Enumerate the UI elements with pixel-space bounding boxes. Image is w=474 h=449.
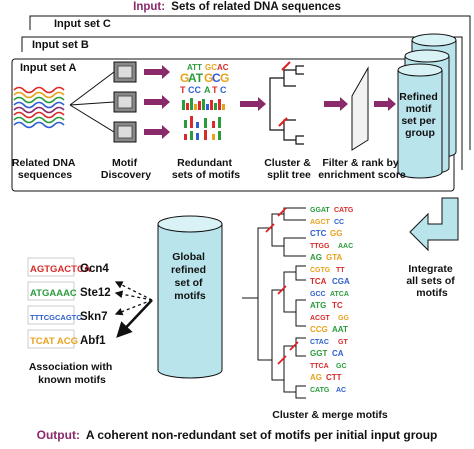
logo-box-ste12 — [27, 281, 75, 301]
svg-text:AAT: AAT — [332, 325, 348, 334]
integrate-arrow — [409, 197, 459, 252]
svg-text:GGAT: GGAT — [310, 207, 330, 214]
logo-abf1: TCAT ACG — [30, 336, 78, 347]
svg-text:CGTG: CGTG — [310, 267, 331, 274]
svg-text:TTCA: TTCA — [310, 363, 329, 370]
svg-text:AG: AG — [310, 373, 322, 382]
svg-text:C: C — [220, 85, 227, 95]
svg-text:GTA: GTA — [326, 253, 343, 262]
svg-text:CC: CC — [188, 85, 201, 95]
panel-set-c-title: Input set C — [54, 18, 111, 30]
motif-discovery-boxes — [113, 61, 137, 143]
integrate-label: Integrate all sets of motifs — [406, 263, 457, 299]
dna-sequences — [13, 86, 65, 129]
svg-text:ACGT: ACGT — [310, 315, 331, 322]
logo-skn7: TTTCGCAGTC — [30, 313, 82, 322]
related-dna-label: Related DNA sequences — [12, 157, 78, 181]
svg-text:G: G — [180, 71, 189, 85]
svg-text:ATT: ATT — [187, 63, 202, 72]
motif-discovery-label: Motif Discovery — [101, 157, 151, 181]
svg-text:T: T — [180, 85, 186, 95]
global-refined-label: Global refined set of motifs — [171, 251, 209, 302]
redundant-sets-label: Redundant sets of motifs — [172, 157, 240, 181]
filter-rank-label: Filter & rank by enrichment score — [318, 157, 406, 181]
svg-text:GC: GC — [205, 63, 217, 72]
split-tree — [269, 65, 304, 145]
logo-ste12: ATGAAAC — [30, 288, 77, 299]
svg-text:AC: AC — [336, 387, 346, 394]
svg-text:TT: TT — [336, 267, 345, 274]
svg-text:CCG: CCG — [310, 325, 328, 334]
svg-text:GGT: GGT — [310, 349, 327, 358]
logo-box-gcn4 — [27, 257, 75, 277]
svg-text:CATG: CATG — [310, 387, 330, 394]
output-footer: Output: A coherent non-redundant set of … — [37, 428, 438, 442]
input-header: Input: Sets of related DNA sequences — [133, 1, 341, 13]
known-motifs: AGTGACTCA Gcn4 ATGAAAC Ste12 TTTCGCAGTC … — [27, 257, 111, 349]
svg-text:T: T — [212, 85, 218, 95]
merge-cut-marks — [265, 207, 299, 365]
svg-text:G: G — [220, 71, 229, 85]
svg-text:CTC: CTC — [310, 229, 327, 238]
svg-text:C: C — [212, 71, 221, 85]
svg-text:AC: AC — [217, 63, 229, 72]
known-motif-skn7: Skn7 — [80, 311, 108, 323]
known-motif-ste12: Ste12 — [80, 287, 111, 299]
svg-text:G: G — [204, 71, 213, 85]
svg-text:AT: AT — [188, 71, 204, 85]
panel-set-b-title: Input set B — [32, 39, 89, 51]
fan-lines — [69, 71, 115, 133]
svg-text:ATG: ATG — [310, 301, 326, 310]
cluster-merge-label: Cluster & merge motifs — [272, 409, 388, 421]
redundant-motif-logos: ATT GC AC G AT G C G T CC A T C — [180, 63, 229, 140]
svg-text:CGA: CGA — [332, 277, 350, 286]
panel-set-c — [29, 15, 471, 150]
svg-text:GCC: GCC — [310, 291, 326, 298]
svg-text:ATCA: ATCA — [330, 291, 349, 298]
svg-text:TCA: TCA — [310, 277, 327, 286]
svg-text:AGCT: AGCT — [310, 219, 331, 226]
svg-text:CA: CA — [332, 349, 344, 358]
logo-box-skn7 — [27, 305, 75, 325]
logo-gcn4: AGTGACTCA — [30, 264, 91, 275]
svg-text:CATG: CATG — [334, 207, 354, 214]
filter-plane — [351, 66, 369, 151]
merge-tree — [242, 207, 306, 399]
svg-text:TTGG: TTGG — [310, 243, 330, 250]
association-arrows — [114, 281, 153, 338]
svg-text:CTT: CTT — [326, 373, 342, 382]
panel-set-a-title: Input set A — [20, 62, 76, 74]
svg-text:AG: AG — [310, 253, 322, 262]
refined-motif-cylinder — [397, 63, 443, 179]
svg-text:TC: TC — [332, 301, 343, 310]
tree-cut-marks — [278, 61, 291, 127]
svg-text:CC: CC — [334, 219, 344, 226]
association-label: Association with known motifs — [29, 361, 115, 386]
known-motif-abf1: Abf1 — [80, 335, 106, 347]
cluster-split-label: Cluster & split tree — [264, 157, 314, 181]
svg-text:GC: GC — [336, 363, 347, 370]
global-refined-cylinder — [157, 215, 223, 379]
svg-text:GT: GT — [338, 339, 348, 346]
svg-text:GG: GG — [338, 315, 349, 322]
logo-box-abf1 — [27, 329, 75, 349]
svg-text:GG: GG — [330, 229, 342, 238]
refined-group-label: Refined motif set per group — [399, 91, 440, 139]
known-motif-gcn4: Gcn4 — [80, 263, 109, 275]
pipeline-arrows — [144, 65, 396, 139]
svg-text:AAC: AAC — [338, 243, 353, 250]
svg-text:A: A — [204, 85, 211, 95]
svg-text:CTAC: CTAC — [310, 339, 329, 346]
